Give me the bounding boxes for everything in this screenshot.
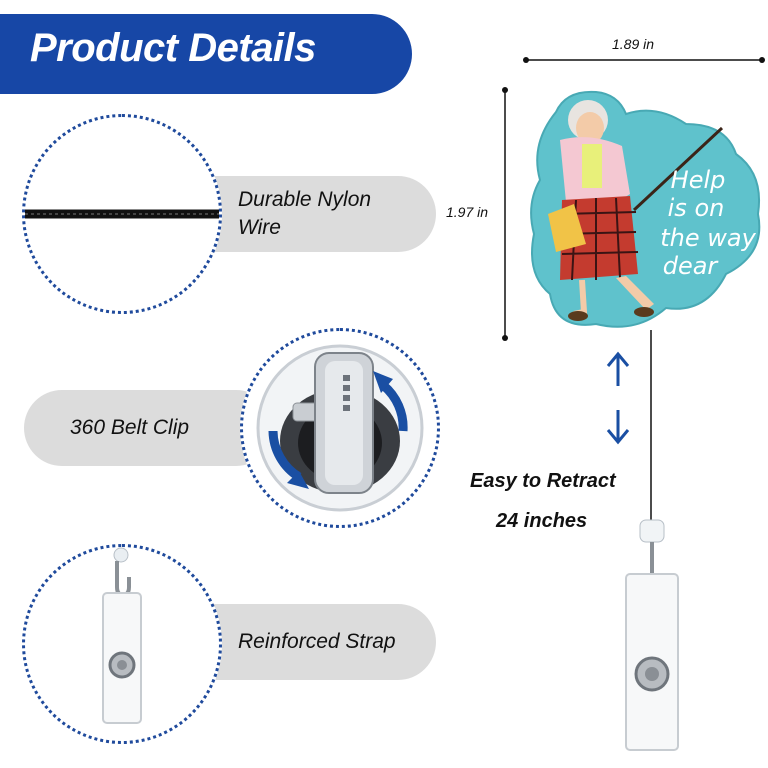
page-title: Product Details [30,26,316,70]
width-dimension-line [523,57,765,63]
feature-label-nylon: Durable Nylon Wire [238,188,372,239]
nylon-wire-icon [25,209,219,219]
retract-cord [650,330,652,530]
badge-text-line-2: is on [668,194,725,222]
rotate-arrow-icon [380,381,408,432]
header-banner [0,14,412,94]
retract-length-text: 24 inches [496,510,588,532]
badge-text-line-1: Help [671,166,726,194]
belt-clip-circle [240,328,440,528]
badge-text-line-4: dear [663,252,720,280]
belt-clip-icon [256,344,424,512]
height-label: 1.97 in [446,204,489,220]
feature-label-belt-clip: 360 Belt Clip [70,416,190,439]
feature-pill-belt-clip [24,390,274,466]
strap-circle [22,544,222,744]
retract-text: Easy to Retract [470,470,616,492]
badge-text-line-3: the way [660,224,756,252]
height-dimension-line [502,87,508,341]
feature-label-strap: Reinforced Strap [238,630,396,653]
up-arrow-icon [606,351,630,386]
width-label: 1.89 in [612,36,655,52]
reel-clip-icon [625,519,679,751]
nylon-wire-circle [22,114,222,314]
badge-figure-icon: Help is on the way dear [530,90,761,328]
strap-clip-icon [102,547,142,724]
down-arrow-icon [606,410,630,445]
